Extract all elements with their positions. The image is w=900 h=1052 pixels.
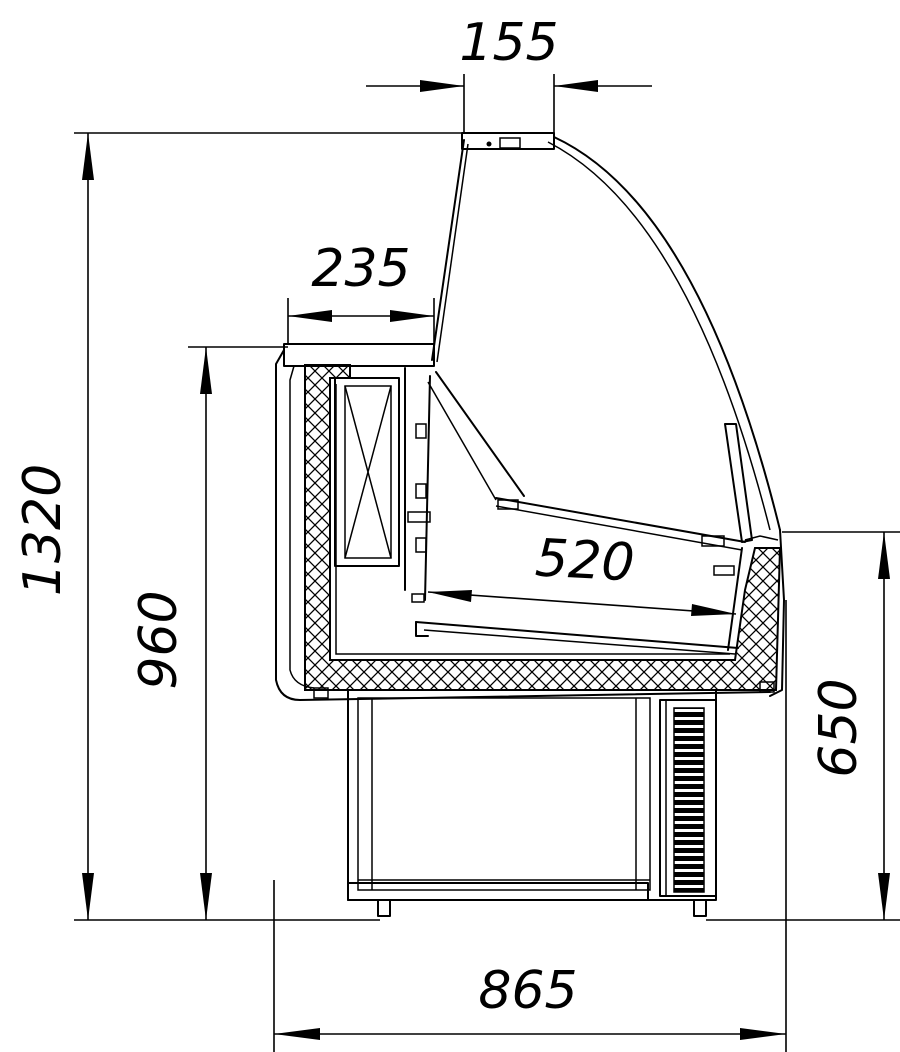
- top-cap-lamp: [499, 137, 521, 149]
- upper-shelf-clip-1: [497, 499, 519, 510]
- front-inner-slope: [727, 547, 743, 651]
- base-box-inner: [357, 697, 651, 891]
- outer-body-contour: [275, 349, 771, 701]
- evaporator-cross: [344, 385, 392, 559]
- upper-shelf-clip-3: [713, 565, 735, 576]
- bracket-3: [407, 511, 431, 523]
- front-lip: [769, 529, 785, 697]
- counter-shelf: [283, 343, 435, 367]
- insulation-inner-edge: [335, 384, 730, 655]
- dim-top-width: 155: [459, 13, 558, 73]
- bracket-5: [411, 593, 425, 603]
- curved-front-glass: [553, 136, 781, 531]
- vent-grille: [659, 699, 717, 897]
- dim-counter-height: 960: [129, 590, 189, 689]
- upper-shelf-clip-2: [701, 535, 725, 547]
- bracket-4: [415, 537, 427, 553]
- front-bumper-edge: [744, 535, 779, 541]
- rear-glass: [431, 139, 465, 361]
- bracket-1: [415, 423, 427, 439]
- foot-left: [377, 899, 391, 917]
- lower-tray-end: [415, 621, 429, 637]
- evaporator-unit: [334, 377, 400, 567]
- curved-front-glass-inner: [547, 141, 771, 531]
- rear-corner-fixture: [313, 687, 329, 699]
- rear-panel: [404, 367, 431, 601]
- evaporator-core: [344, 385, 392, 559]
- display-case-outline: [275, 132, 785, 917]
- top-cap: [461, 132, 555, 150]
- rear-glass-inner: [436, 143, 469, 363]
- vent-louvers: [673, 707, 705, 893]
- bracket-2: [415, 483, 427, 499]
- upper-shelf-lower: [495, 505, 743, 551]
- front-bumper: [724, 423, 753, 543]
- base-box-bottom: [347, 882, 649, 901]
- front-corner-fixture: [759, 681, 775, 693]
- lower-tray-2: [423, 629, 736, 655]
- dim-total-height: 1320: [13, 464, 73, 596]
- upper-shelf: [495, 497, 746, 543]
- insulation-shell: [304, 364, 782, 691]
- foot-right: [693, 899, 707, 917]
- extension-lines: [74, 74, 900, 1052]
- dim-front-height: 650: [809, 678, 869, 777]
- upper-shelf-support: [435, 371, 525, 497]
- upper-shelf-support-2: [427, 381, 497, 501]
- base-box-bar: [358, 698, 650, 890]
- dimension-lines: [82, 80, 890, 1040]
- dim-shelf-depth: 235: [311, 239, 410, 299]
- lower-tray: [415, 621, 739, 649]
- dim-inner-shelf: 520: [534, 528, 636, 593]
- dim-total-depth: 865: [478, 961, 577, 1021]
- top-cap-screw: [486, 141, 492, 147]
